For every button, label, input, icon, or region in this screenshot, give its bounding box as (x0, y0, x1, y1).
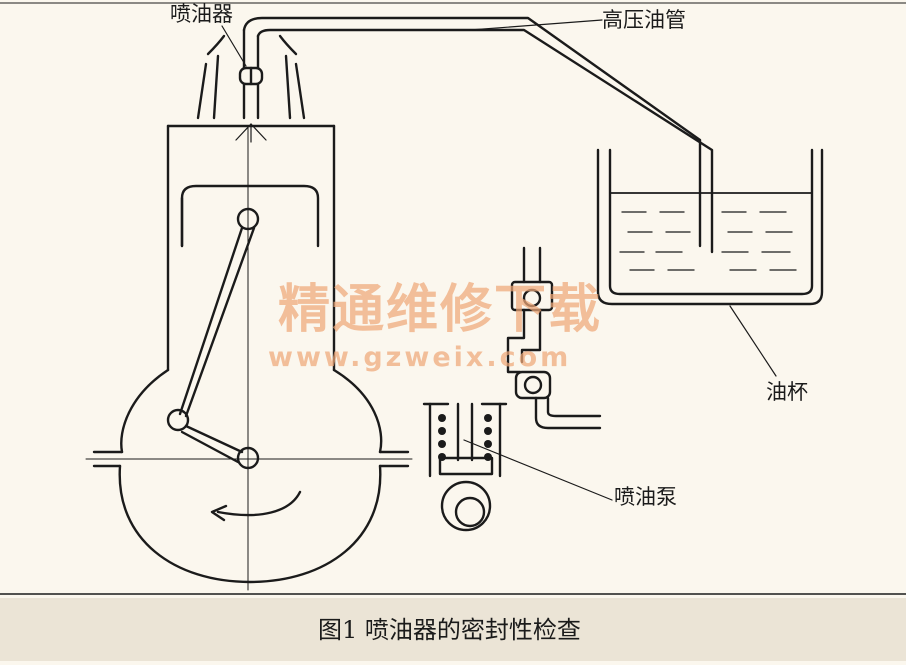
rotation-arrowhead (210, 504, 228, 522)
caption-band (0, 598, 906, 661)
watermark-url: www.gzweix.com (268, 342, 572, 373)
connecting-rod (166, 207, 260, 470)
injector (196, 28, 306, 143)
high-pressure-pipe-label: 高压油管 (602, 8, 686, 32)
hp-pipe-leader (469, 19, 603, 31)
injector-label: 喷油器 (170, 2, 233, 26)
rotation-arrow (216, 490, 302, 517)
oil-cup-leader (729, 305, 777, 377)
oil-cup (596, 148, 824, 306)
engine-cylinder (92, 124, 410, 584)
high-pressure-pipe (242, 16, 714, 254)
injection-pump (422, 246, 602, 532)
pump-leader (463, 439, 613, 501)
pump-spring (438, 414, 492, 461)
injection-pump-label: 喷油泵 (614, 485, 677, 509)
figure-caption: 图1 喷油器的密封性检查 (318, 616, 581, 644)
injector-leader (221, 25, 247, 67)
oil-cup-label: 油杯 (766, 380, 808, 404)
watermark-text: 精通维修下载 (278, 280, 603, 340)
piston (180, 184, 320, 248)
